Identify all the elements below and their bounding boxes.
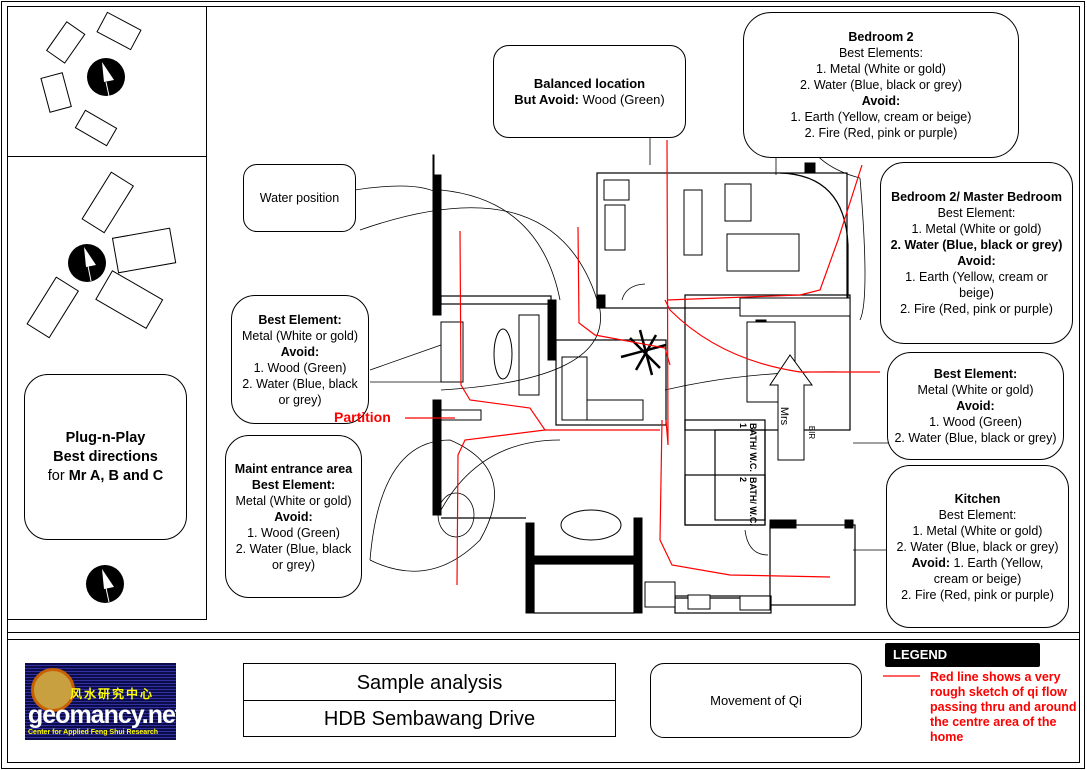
- kitchen-avoid-label: Avoid:: [911, 555, 951, 570]
- kitchen-best-2: 2. Water (Blue, black or grey): [896, 539, 1059, 554]
- partition-label: Partition: [334, 409, 391, 425]
- geomancy-logo: 风水研究中心 geomancy.net Center for Applied F…: [25, 663, 176, 740]
- kitchen-avoid-2: 2. Fire (Red, pink or purple): [901, 587, 1054, 602]
- logo-brand: geomancy.net: [28, 701, 176, 729]
- bedroom2-best-1: 1. Metal (White or gold): [816, 62, 946, 76]
- title-divider-2: [7, 639, 1080, 640]
- master-best-2: 2. Water (Blue, black or grey) Avoid:: [890, 238, 1063, 268]
- outer-frame-bottom: [1, 768, 1085, 769]
- living-avoid-label: Avoid:: [280, 344, 320, 359]
- balanced-location-callout: Balanced location But Avoid: Wood (Green…: [493, 45, 686, 138]
- bedroom2-best-2: 2. Water (Blue, black or grey): [799, 78, 963, 92]
- qi-flow-line: [405, 139, 920, 677]
- bed-set-icon: [26, 171, 177, 339]
- right-avoid-label: Avoid:: [956, 399, 995, 413]
- right-title: Best Element:: [933, 367, 1018, 381]
- kitchen-avoid-1: 1. Earth (Yellow, cream or beige): [933, 555, 1044, 586]
- bath1-label: BATH/ W.C. 1: [738, 423, 758, 472]
- yin-yang-icon: [31, 668, 75, 712]
- living-element-callout: Best Element: Metal (White or gold) Avoi…: [231, 295, 369, 424]
- maint-entrance-callout: Maint entrance area Best Element: Metal …: [225, 435, 362, 598]
- subtitle-prefix: for: [47, 467, 69, 484]
- maint-title: Maint entrance area: [234, 461, 353, 476]
- inner-frame-right: [1079, 6, 1080, 763]
- movement-of-qi-text: Movement of Qi: [710, 692, 802, 708]
- right-avoid-2: 2. Water (Blue, black or grey): [894, 431, 1057, 445]
- left-panel-divider: [7, 156, 207, 157]
- master-avoid-2: 2. Fire (Red, pink or purple): [900, 302, 1053, 316]
- bedroom2-avoid-label: Avoid:: [861, 94, 901, 108]
- outer-frame-top: [1, 1, 1085, 2]
- living-avoid-1: 1. Wood (Green): [253, 360, 347, 375]
- best-directions-label: Best directions: [53, 448, 158, 465]
- maint-avoid-1: 1. Wood (Green): [247, 525, 340, 540]
- kitchen-callout: Kitchen Best Element: 1. Metal (White or…: [886, 465, 1069, 628]
- centre-star-icon: [620, 329, 667, 376]
- maint-best: Metal (White or gold): [235, 493, 352, 508]
- maint-avoid-2: 2. Water (Blue, black or grey): [235, 541, 352, 572]
- north-arrow-icon: [68, 244, 106, 282]
- walls: [432, 154, 854, 614]
- master-bedroom-title: Bedroom 2/ Master Bedroom: [891, 190, 1062, 204]
- bedroom2-avoid-2: 2. Fire (Red, pink or purple): [804, 126, 958, 140]
- plug-n-play-box: Plug-n-Play Best directions for Mr A, B …: [24, 374, 187, 540]
- balanced-title: Balanced location: [533, 75, 646, 91]
- title-line-1: Sample analysis: [243, 663, 616, 701]
- outer-frame-right: [1084, 1, 1085, 769]
- water-position-text: Water position: [259, 191, 340, 205]
- title-divider-1: [7, 632, 1080, 633]
- inner-frame-top: [7, 6, 1080, 7]
- bedroom2-avoid-1: 1. Earth (Yellow, cream or beige): [790, 110, 972, 124]
- plug-n-play-subtitle: for Mr A, B and C: [25, 467, 186, 486]
- balanced-avoid-label: But Avoid:: [514, 91, 579, 107]
- kitchen-title: Kitchen: [954, 491, 1001, 506]
- north-arrow-icon: [86, 565, 124, 603]
- bath2-label: BATH/ W.C. 2: [738, 477, 758, 526]
- kitchen-best-label: Best Element:: [938, 507, 1017, 522]
- left-panel-bottom: [7, 619, 207, 620]
- desk-set-icon: [40, 11, 142, 147]
- furniture: [440, 179, 851, 611]
- bedroom2-title: Bedroom 2: [848, 30, 914, 44]
- subtitle-people: Mr A, B and C: [68, 467, 164, 484]
- inner-frame-left: [7, 6, 8, 763]
- title-line-2: HDB Sembawang Drive: [243, 700, 616, 737]
- mrs-label: Mrs: [778, 406, 791, 426]
- bedroom2-callout: Bedroom 2 Best Elements: 1. Metal (White…: [743, 12, 1019, 158]
- inner-frame-bottom: [7, 762, 1080, 763]
- balanced-avoid-value: Wood (Green): [579, 91, 665, 107]
- living-best: Metal (White or gold): [241, 328, 358, 343]
- balanced-avoid: But Avoid: Wood (Green): [494, 92, 685, 108]
- water-position-callout: Water position: [243, 164, 356, 232]
- maint-avoid-label: Avoid:: [274, 509, 313, 524]
- north-arrow-icon: [87, 58, 125, 97]
- logo-chinese: 风水研究中心: [70, 687, 155, 701]
- kitchen-avoid: Avoid: 1. Earth (Yellow, cream or beige): [893, 555, 1062, 587]
- door-swings: [359, 124, 866, 572]
- master-avoid-1: 1. Earth (Yellow, cream or beige): [905, 270, 1048, 300]
- movement-of-qi-box: Movement of Qi: [650, 663, 862, 738]
- outer-frame-left: [1, 1, 2, 769]
- mrs-arrow: [769, 354, 813, 461]
- logo-tagline: Center for Applied Feng Shui Research: [28, 729, 159, 736]
- living-title: Best Element:: [258, 312, 342, 327]
- bir-label: BIR: [807, 425, 817, 440]
- master-bedroom-callout: Bedroom 2/ Master Bedroom Best Element: …: [880, 162, 1073, 344]
- right-element-callout: Best Element: Metal (White or gold) Avoi…: [887, 352, 1064, 460]
- plug-n-play-title: Plug-n-Play: [65, 429, 146, 446]
- kitchen-best-1: 1. Metal (White or gold): [912, 523, 1043, 538]
- left-panel-border: [206, 6, 207, 620]
- title-address: HDB Sembawang Drive: [323, 708, 536, 730]
- living-avoid-2: 2. Water (Blue, black or grey): [242, 376, 358, 407]
- legend-description: Red line shows a very rough sketch of qi…: [930, 670, 1077, 744]
- right-avoid-1: 1. Wood (Green): [929, 415, 1022, 429]
- title-sample-analysis: Sample analysis: [356, 672, 503, 694]
- bedroom2-best-label: Best Elements:: [838, 46, 924, 60]
- master-best-label: Best Element:: [937, 206, 1016, 220]
- maint-best-label: Best Element:: [251, 477, 336, 492]
- right-best: Metal (White or gold): [917, 383, 1034, 397]
- legend-heading: LEGEND: [885, 643, 1040, 667]
- master-best-1: 1. Metal (White or gold): [911, 222, 1042, 236]
